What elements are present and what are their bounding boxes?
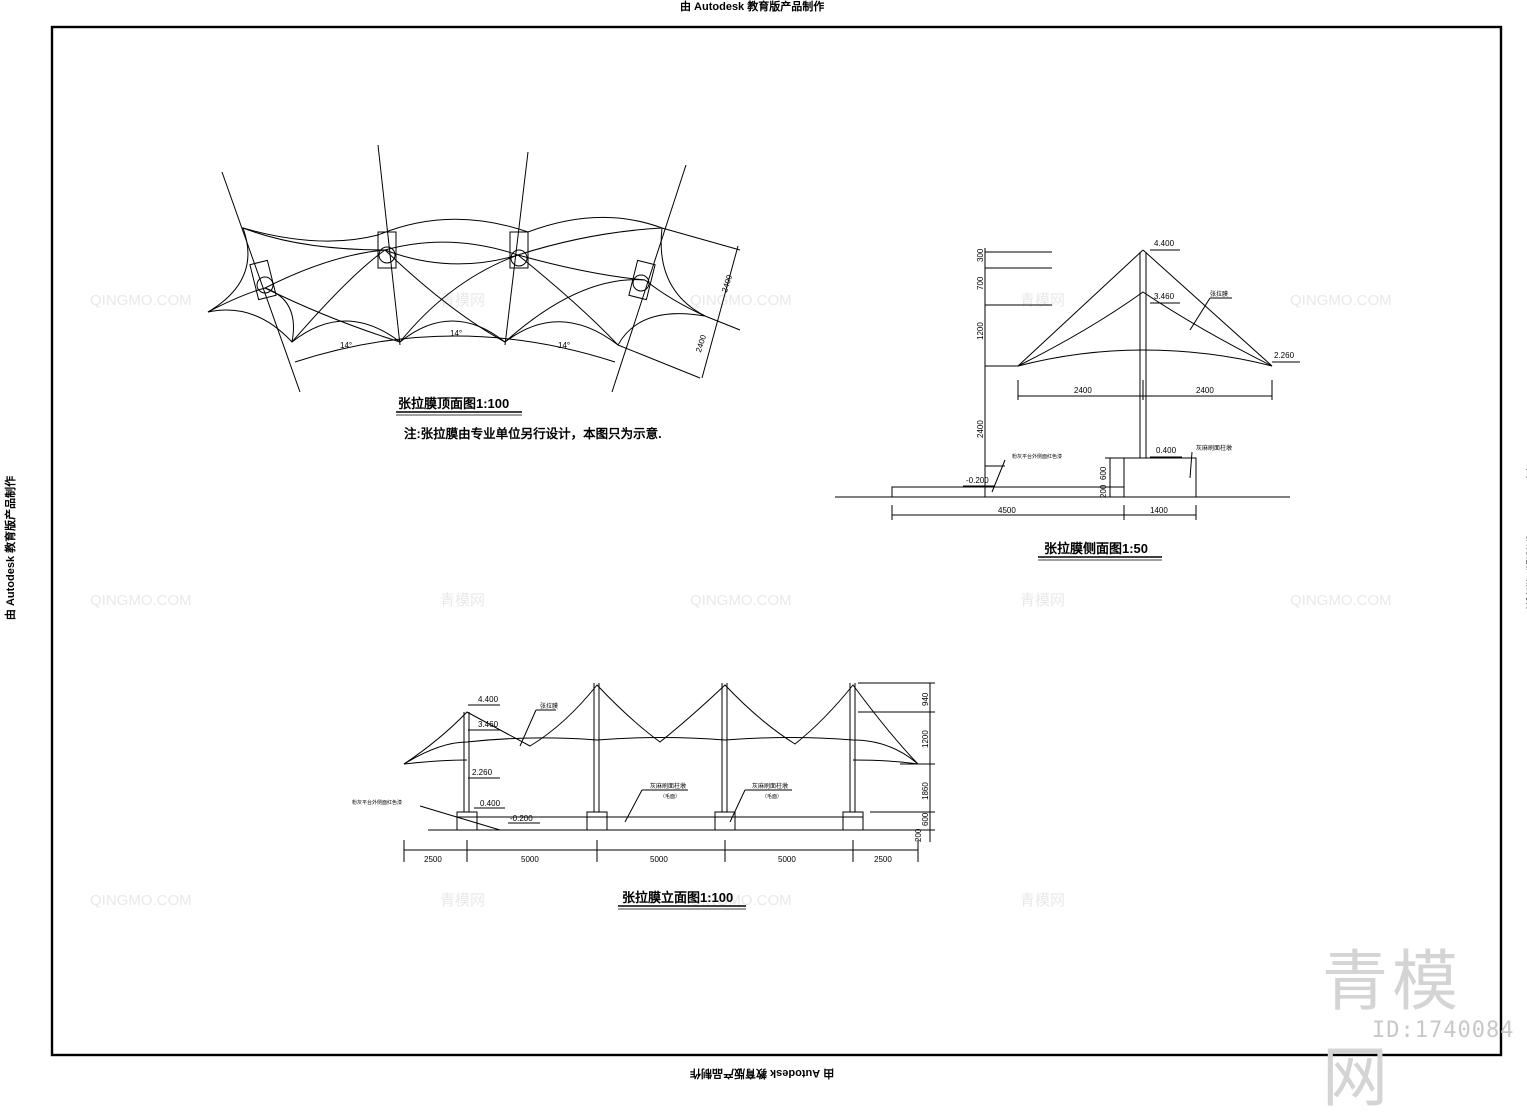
elev-label-paving: 粉灰平台外侧面红色漆 [352, 799, 402, 806]
elev-level-2: 3.460 [478, 720, 499, 729]
watermark-id: ID:1740084 [1372, 1018, 1515, 1043]
side-label-membrane: 张拉膜 [1210, 290, 1228, 298]
elev-hdim-3: 5000 [650, 855, 668, 864]
wm-site-2: QINGMO.COM [690, 292, 792, 309]
side-level-2: 3.460 [1154, 292, 1175, 301]
wm-site-6: QINGMO.COM [1290, 592, 1392, 609]
plan-note: 注:张拉膜由专业单位另行设计，本图只为示意. [404, 426, 662, 441]
elev-level-3: 2.260 [472, 768, 493, 777]
wm-site-3: QINGMO.COM [1290, 292, 1392, 309]
wm-brand-4: 青模网 [1020, 592, 1065, 609]
side-vdim-1: 300 [976, 248, 985, 262]
side-hdim-2: 2400 [1196, 386, 1214, 395]
side-level-5: -0.200 [966, 476, 989, 485]
plan-angle-2: 14° [450, 329, 462, 338]
elevation-view [403, 682, 935, 862]
elev-hdim-2: 5000 [521, 855, 539, 864]
edge-text-left: 由 Autodesk 教育版产品制作 [5, 475, 18, 621]
side-title: 张拉膜侧面图1:50 [1044, 541, 1148, 556]
wm-site-5: QINGMO.COM [690, 592, 792, 609]
side-level-4: 0.400 [1156, 446, 1177, 455]
wm-brand-2: 青模网 [1020, 292, 1065, 309]
elev-hdim-4: 5000 [778, 855, 796, 864]
wm-site-8: QINGMO.COM [690, 892, 792, 909]
elev-vdim-4: 600 [921, 812, 930, 826]
wm-site-4: QINGMO.COM [90, 592, 192, 609]
elev-label-note1: （毛面） [660, 793, 680, 800]
elev-label-column1: 灰麻刷面柱墩 [650, 782, 686, 790]
elev-hdim-1: 2500 [424, 855, 442, 864]
elev-level-5: -0.200 [510, 814, 533, 823]
elev-label-column2: 灰麻刷面柱墩 [752, 782, 788, 790]
side-level-1: 4.400 [1154, 239, 1175, 248]
elev-vdim-3: 1860 [921, 782, 930, 800]
sheet-border [50, 25, 1503, 1057]
side-vdim-2: 700 [976, 276, 985, 290]
elev-level-4: 0.400 [480, 799, 501, 808]
elev-hdim-5: 2500 [874, 855, 892, 864]
side-hdim-1: 2400 [1074, 386, 1092, 395]
elevation-title: 张拉膜立面图1:100 [622, 890, 733, 905]
wm-brand-6: 青模网 [1020, 892, 1065, 909]
elev-label-note2: （毛面） [762, 793, 782, 800]
edge-text-top: 由 Autodesk 教育版产品制作 [680, 1, 825, 13]
drawing-sheet: QINGMO.COM QINGMO.COM QINGMO.COM QINGMO.… [50, 25, 1503, 1057]
elev-level-1: 4.400 [478, 695, 499, 704]
watermark-pattern: QINGMO.COM QINGMO.COM QINGMO.COM QINGMO.… [90, 292, 1392, 909]
plan-title: 张拉膜顶面图1:100 [398, 396, 509, 411]
elevation-annotations: 4.400 3.460 2.260 0.400 -0.200 940 1200 … [352, 692, 930, 864]
side-annotations: 4.400 3.460 2.260 0.400 -0.200 300 700 1… [966, 239, 1295, 515]
plan-view [207, 144, 741, 393]
side-hdim-4: 1400 [1150, 506, 1168, 515]
wm-brand-3: 青模网 [440, 592, 485, 609]
plan-dim-1: 2400 [720, 273, 734, 293]
elev-vdim-5: 200 [914, 828, 923, 842]
elev-label-membrane: 张拉膜 [540, 702, 558, 710]
plan-angle-3: 14° [558, 341, 570, 350]
side-level-3: 2.260 [1274, 351, 1295, 360]
wm-site-7: QINGMO.COM [90, 892, 192, 909]
wm-site-1: QINGMO.COM [90, 292, 192, 309]
wm-brand-5: 青模网 [440, 892, 485, 909]
elev-vdim-1: 940 [921, 692, 930, 706]
wm-brand-1: 青模网 [440, 292, 485, 309]
side-hdim-3: 4500 [998, 506, 1016, 515]
side-vdim-3: 1200 [976, 322, 985, 340]
plan-angle-1: 14° [340, 341, 352, 350]
elev-vdim-2: 1200 [921, 730, 930, 748]
side-label-column: 灰麻刷面柱墩 [1196, 444, 1232, 452]
side-vdim-6: 200 [1099, 484, 1108, 498]
plan-dim-2: 2400 [694, 333, 708, 353]
side-vdim-4: 2400 [976, 420, 985, 438]
side-label-paving: 粉灰平台外侧面红色漆 [1012, 453, 1062, 460]
side-view [835, 248, 1300, 520]
side-vdim-5: 600 [1099, 466, 1108, 480]
